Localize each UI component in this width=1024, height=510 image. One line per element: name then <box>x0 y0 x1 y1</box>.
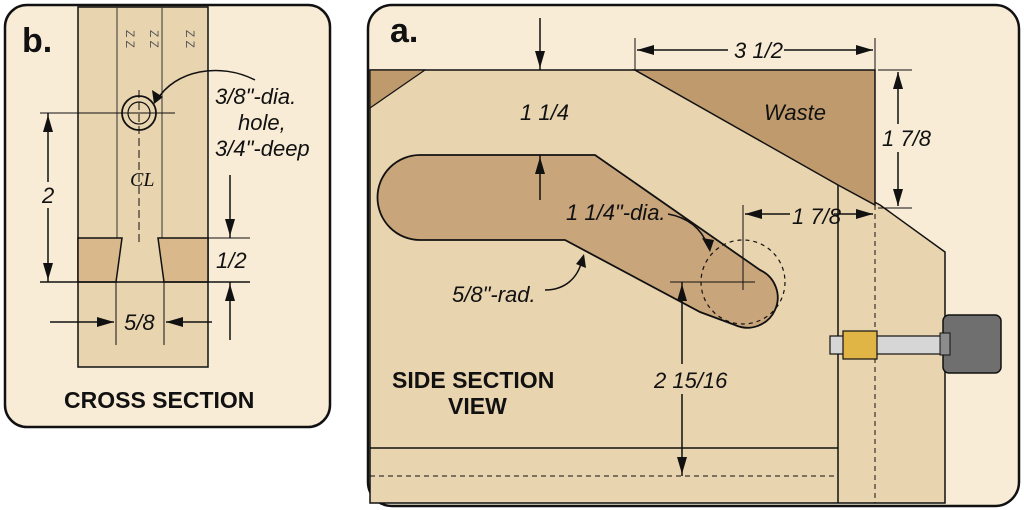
panel-a-caption-line2: VIEW <box>448 393 507 419</box>
angled-slot <box>376 154 779 329</box>
dim-label-bg <box>880 124 924 152</box>
dim-arrow <box>677 457 687 474</box>
dim-label-bg <box>728 35 784 63</box>
knob-ferrule <box>939 332 951 356</box>
dim-arrow <box>893 72 903 89</box>
hole-leader <box>156 69 256 101</box>
cross-section-stock <box>77 6 209 368</box>
centerline-symbol: CL <box>130 169 154 191</box>
waste-label: Waste <box>764 100 826 125</box>
hole-label-line2: hole, <box>238 110 286 135</box>
panel-a-caption-line1: SIDE SECTION <box>392 367 554 393</box>
cross-section-slot <box>157 237 209 283</box>
wood-grain-mark: Z Z <box>183 30 197 48</box>
dim-hole-offset-label: 1 7/8 <box>792 204 842 229</box>
panel-b-letter: b. <box>22 22 52 60</box>
dim-radius-label: 5/8"-rad. <box>452 282 536 307</box>
dim-arrow <box>166 317 183 327</box>
dim-hole-label: 1 1/4"-dia. <box>566 200 666 225</box>
hole-leader-arrow <box>152 90 163 104</box>
dim-arrow <box>745 209 762 219</box>
dim-arrow <box>576 254 586 268</box>
dim-arrow <box>225 284 235 301</box>
dim-top-width-label: 3 1/2 <box>734 38 783 63</box>
dim-arrow <box>43 115 53 132</box>
wood-grain-mark: Z Z <box>123 30 137 48</box>
panel-a: 1 1/4 3 1/2 Waste 1 7/8 1 1/4"-dia. 1 7/… <box>366 3 1021 508</box>
dim-height-label: 2 <box>41 183 54 208</box>
dim-bottom-height-label: 2 15/16 <box>653 368 728 393</box>
hole-label-line3: 3/4"-deep <box>215 136 310 161</box>
dim-arrow <box>637 45 654 55</box>
dim-arrow <box>43 263 53 280</box>
dim-label-bg <box>652 364 714 394</box>
dim-arrow <box>856 45 873 55</box>
dim-slot-depth-label: 1/2 <box>216 248 247 273</box>
dim-slot-depth-label: 1 1/4 <box>520 100 569 125</box>
dim-arrow <box>856 209 873 219</box>
panel-a-letter: a. <box>390 12 418 50</box>
dim-arrow <box>97 317 114 327</box>
brass-insert <box>842 330 878 360</box>
dim-arrow <box>893 189 903 206</box>
hole-label-line1: 3/8"-dia. <box>215 84 296 109</box>
cross-section-slot <box>77 237 123 283</box>
dim-label-bg <box>38 182 60 208</box>
dim-arrow <box>225 219 235 236</box>
wood-grain-mark: Z Z <box>147 30 161 48</box>
dim-arrow <box>535 51 545 68</box>
knob <box>942 314 1002 374</box>
dim-slot-width-label: 5/8 <box>124 310 155 335</box>
panel-b-caption: CROSS SECTION <box>64 387 254 413</box>
waste-corner <box>369 69 427 110</box>
dim-arrow <box>677 284 687 301</box>
dim-arrow <box>535 157 545 174</box>
dim-label-bg <box>790 200 834 230</box>
dim-arrow <box>702 238 714 252</box>
panel-b: Z Z Z Z Z Z 3/8"-dia. hole, 3/4"-deep CL… <box>3 3 332 429</box>
dim-right-height-label: 1 7/8 <box>882 126 932 151</box>
